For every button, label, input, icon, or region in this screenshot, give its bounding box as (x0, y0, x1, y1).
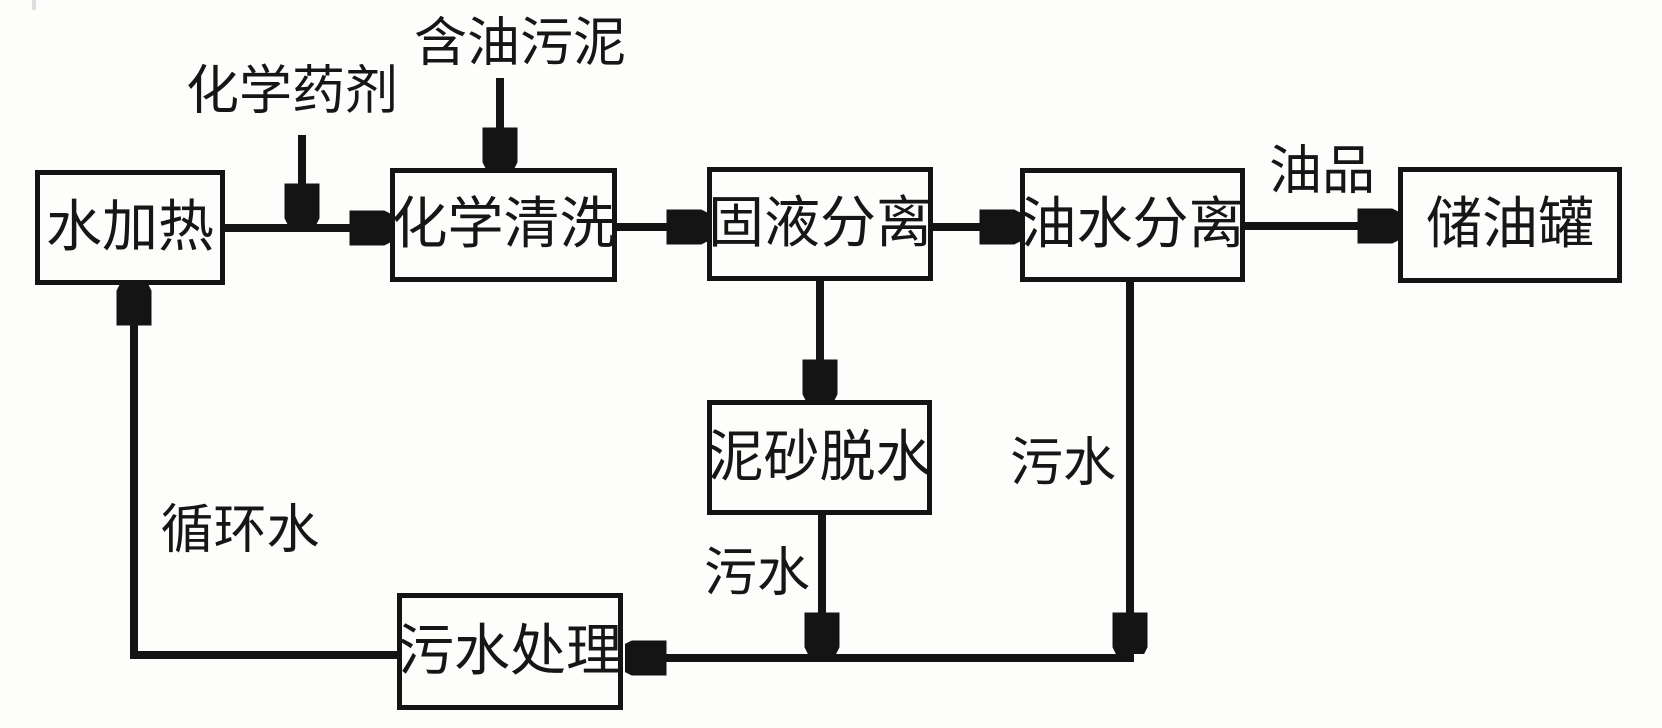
node-water-heating: 水加热 (35, 170, 225, 285)
node-sand-dewatering: 泥砂脱水 (707, 400, 932, 515)
node-oil-water-separation: 油水分离 (1020, 168, 1245, 282)
node-solid-liquid-separation: 固液分离 (707, 167, 933, 281)
label-sewage-right: 污水 (1010, 434, 1116, 493)
scan-artifact (32, 0, 36, 10)
arrow-recycle-to-water-heating (134, 289, 397, 659)
node-chemical-cleaning: 化学清洗 (390, 168, 617, 282)
node-oil-storage-tank: 储油罐 (1398, 167, 1622, 283)
label-sewage-left: 污水 (704, 544, 810, 603)
label-chemical-agent: 化学药剂 (186, 62, 398, 121)
label-oil-product: 油品 (1269, 142, 1375, 201)
label-circulating-water: 循环水 (160, 501, 320, 560)
node-sewage-treatment: 污水处理 (397, 593, 623, 710)
label-oily-sludge: 含油污泥 (414, 14, 626, 73)
